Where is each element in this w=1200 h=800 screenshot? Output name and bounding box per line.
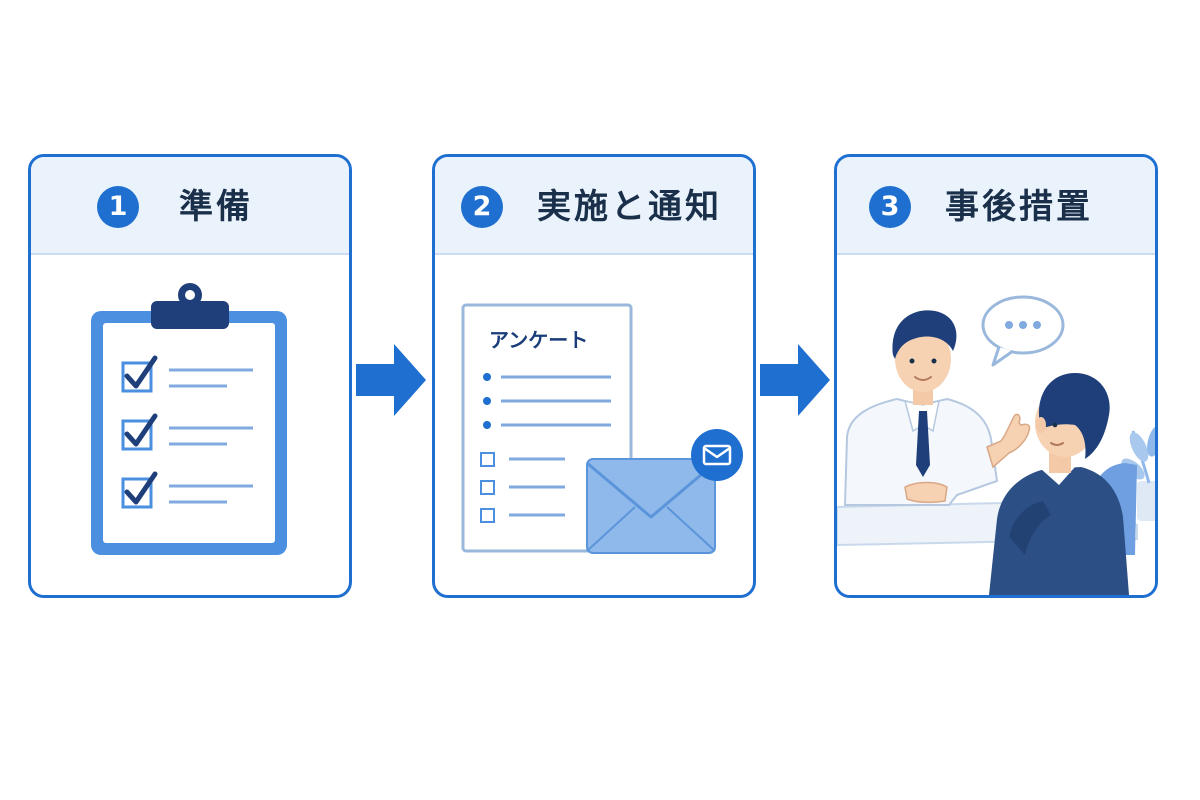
step-title-3: 事後措置 bbox=[945, 187, 1093, 227]
checklist-row-3 bbox=[121, 471, 253, 509]
step-number-1: 1 bbox=[97, 186, 139, 228]
survey-document-envelope-icon: アンケート bbox=[461, 303, 743, 554]
clipboard-checklist-icon bbox=[91, 283, 287, 555]
mail-notification-icon bbox=[691, 429, 743, 481]
step-number-3: 3 bbox=[869, 186, 911, 228]
step-title-1: 準備 bbox=[179, 187, 253, 227]
survey-checkbox-list bbox=[480, 452, 565, 523]
step-header-3: 3 事後措置 bbox=[837, 157, 1155, 255]
step-title-2: 実施と通知 bbox=[537, 187, 722, 227]
step-number-2: 2 bbox=[461, 186, 503, 228]
checklist-row-1 bbox=[121, 355, 253, 393]
step-card-2: 2 実施と通知 アンケート bbox=[432, 154, 756, 598]
arrow-right-icon bbox=[760, 344, 830, 416]
clipboard-clip bbox=[151, 301, 229, 329]
envelope-icon bbox=[586, 458, 716, 554]
arrow-right-icon bbox=[356, 344, 426, 416]
survey-label: アンケート bbox=[489, 328, 588, 352]
patient-figure bbox=[989, 373, 1129, 595]
checklist-row-2 bbox=[121, 413, 253, 451]
speech-bubble-icon bbox=[981, 295, 1065, 367]
step-header-2: 2 実施と通知 bbox=[435, 157, 753, 255]
step-card-3: 3 事後措置 bbox=[834, 154, 1158, 598]
step-card-1: 1 準備 bbox=[28, 154, 352, 598]
doctor-figure bbox=[843, 310, 1031, 506]
doctor-consultation-icon bbox=[837, 255, 1155, 595]
step-header-1: 1 準備 bbox=[31, 157, 349, 255]
survey-bullet-list bbox=[483, 373, 611, 429]
